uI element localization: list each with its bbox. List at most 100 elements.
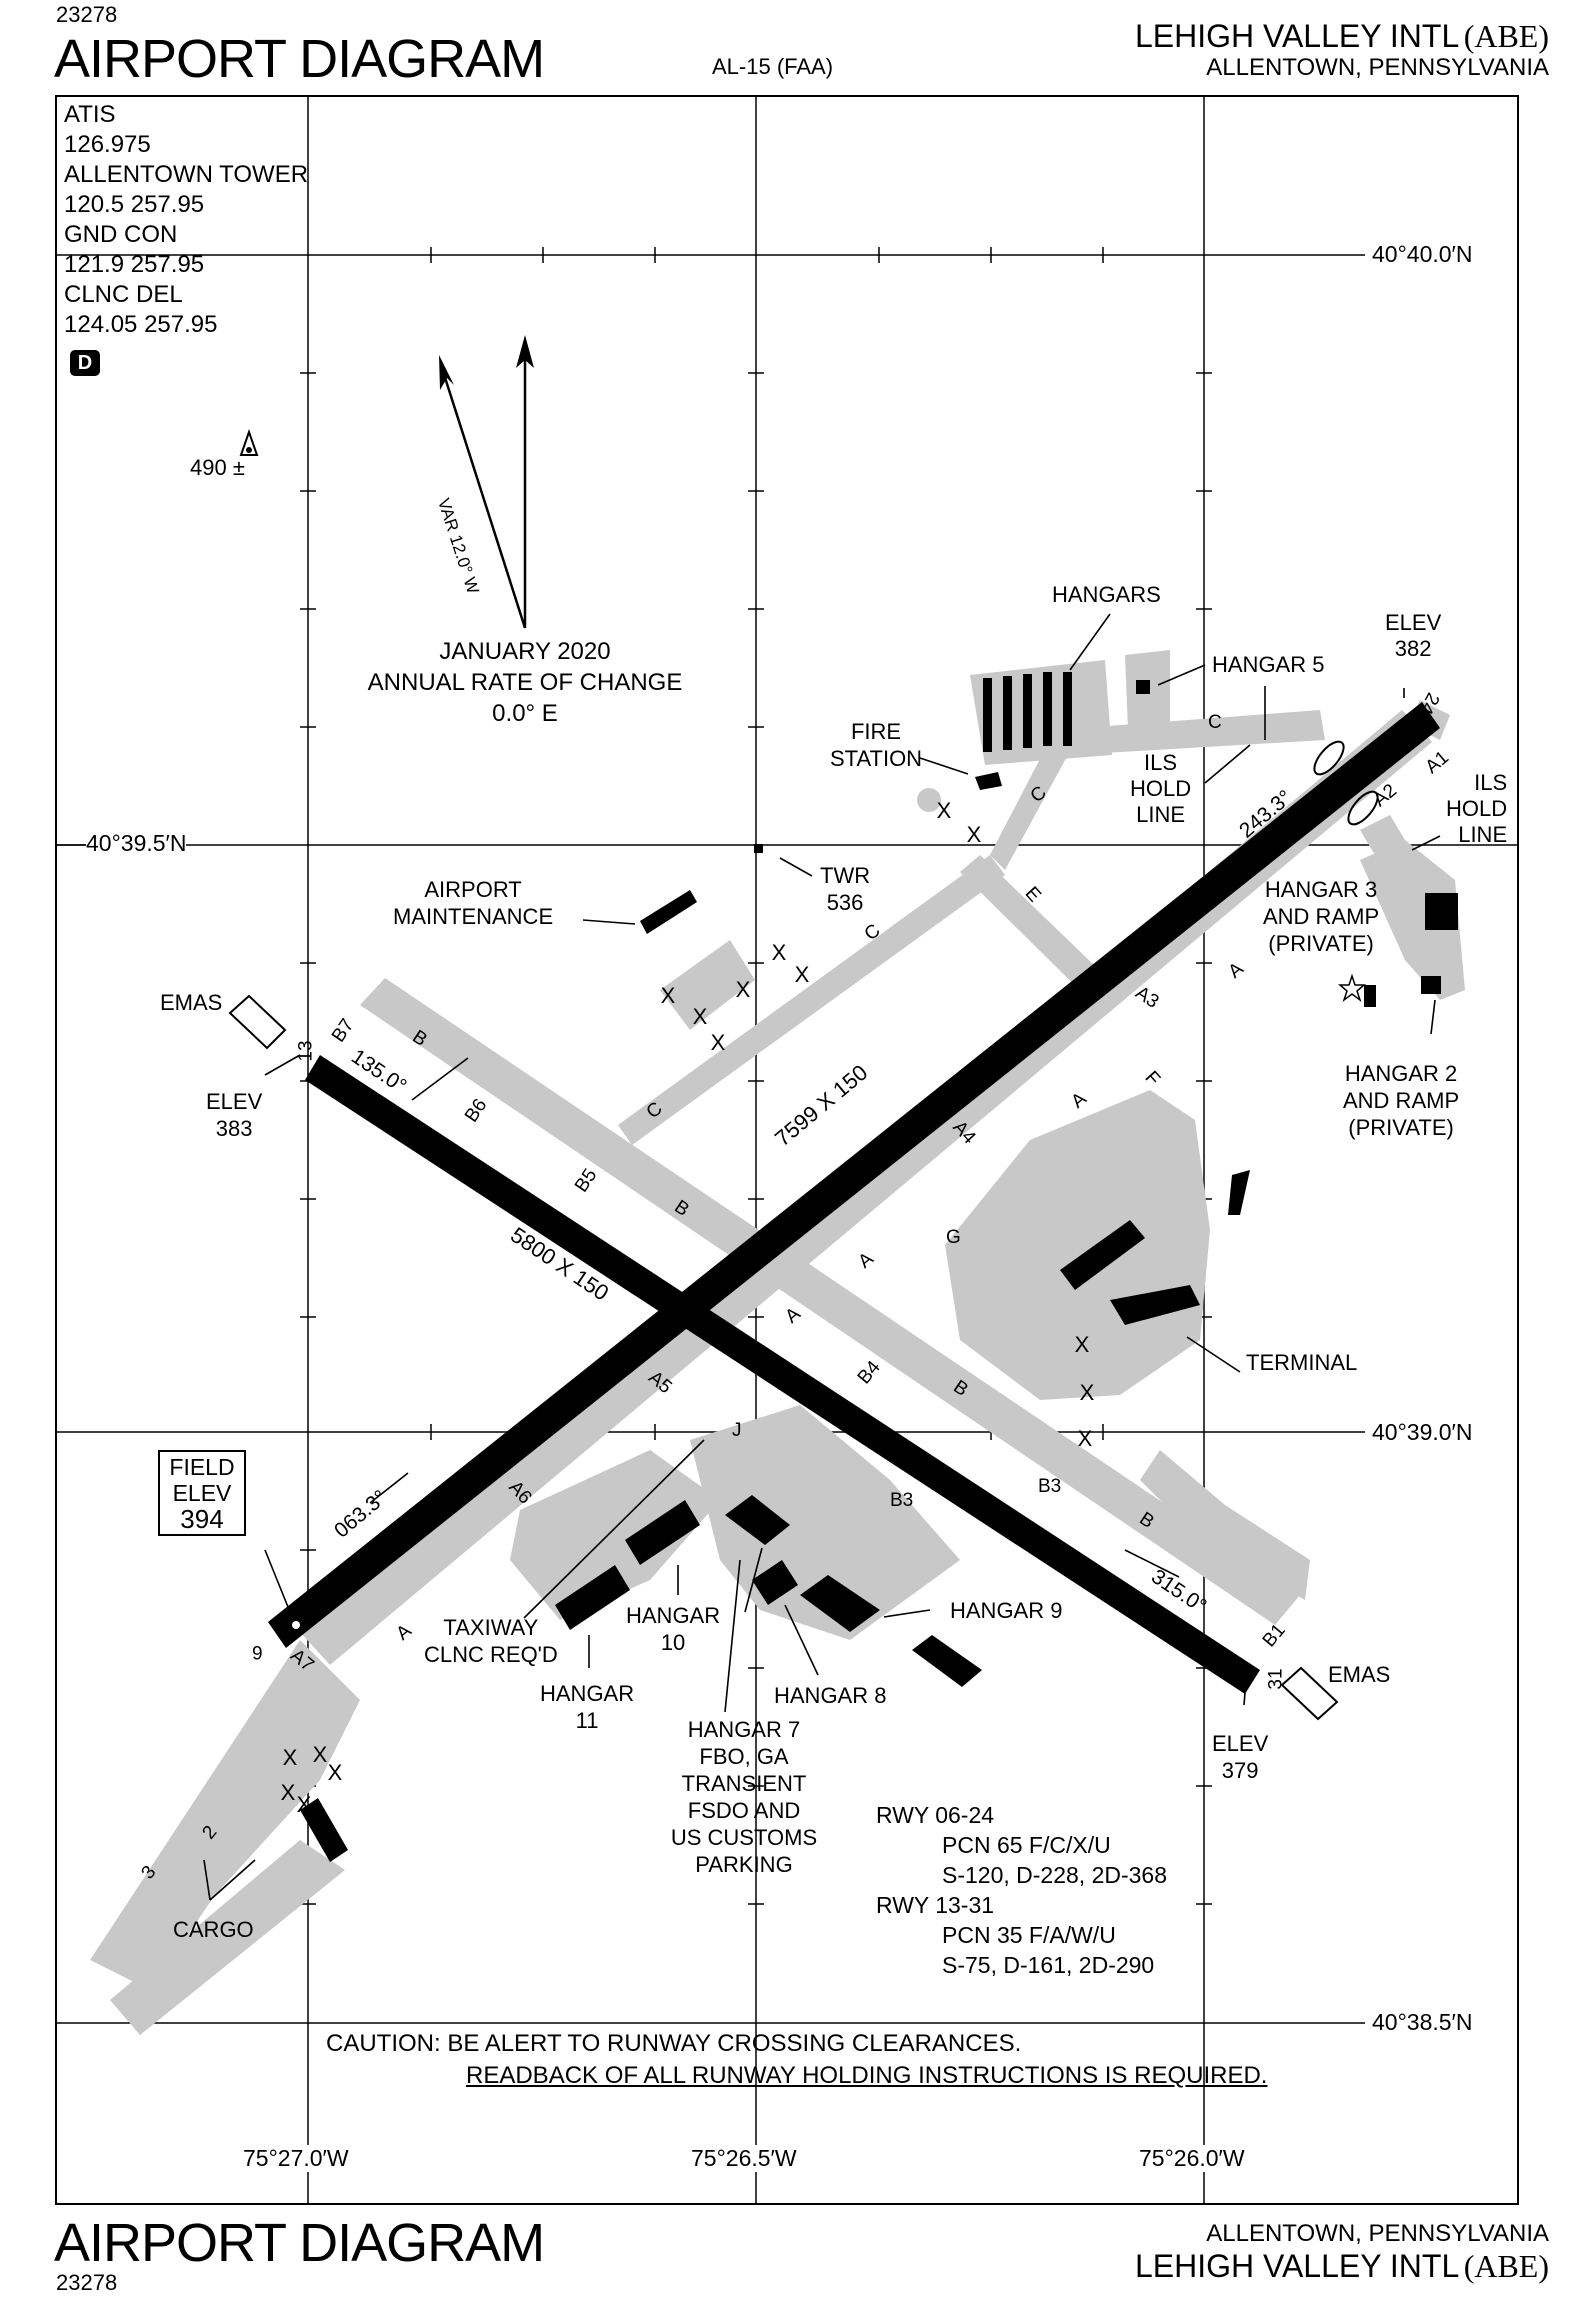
lon-label-right: 75°26.0′W xyxy=(1139,2145,1245,2172)
freq-tower-name: ALLENTOWN TOWER xyxy=(64,161,309,188)
mag-rate-label: ANNUAL RATE OF CHANGE xyxy=(367,669,683,696)
fire-station-turnaround xyxy=(917,788,941,812)
hangar5-label: HANGAR 5 xyxy=(1212,652,1325,677)
tower-building xyxy=(754,844,763,853)
fire-station-line1: FIRE xyxy=(850,719,902,744)
cargo-label: CARGO xyxy=(173,1917,254,1942)
fire-station-line2: STATION xyxy=(830,746,923,771)
taxiway-c-top xyxy=(1055,710,1325,755)
ils-hold-line-label-1: ILS HOLD LINE xyxy=(1130,750,1191,828)
svg-text:X: X xyxy=(328,1760,343,1785)
ils2-line1: ILS xyxy=(1474,770,1508,795)
svg-text:X: X xyxy=(736,977,751,1002)
svg-text:X: X xyxy=(1080,1380,1095,1405)
hangar2-line2: AND RAMP xyxy=(1343,1088,1460,1113)
svg-text:X: X xyxy=(967,822,982,847)
mag-date: JANUARY 2020 xyxy=(439,638,611,665)
runway-end-6: 6 xyxy=(252,1641,263,1662)
svg-text:X: X xyxy=(661,983,676,1008)
runway-13-31 xyxy=(305,1055,1260,1694)
terminal-apron xyxy=(945,1090,1210,1400)
cargo-ramp xyxy=(90,1640,360,1990)
svg-text:X: X xyxy=(281,1780,296,1805)
hangar8-label: HANGAR 8 xyxy=(774,1683,887,1708)
tower-line2: 536 xyxy=(826,890,864,915)
north-arrows xyxy=(439,335,534,629)
elev-382-label: ELEV xyxy=(1385,610,1442,635)
svg-text:X: X xyxy=(283,1745,298,1770)
magnetic-info: JANUARY 2020 ANNUAL RATE OF CHANGE 0.0° … xyxy=(360,636,690,729)
hangar7-line3: TRANSIENT xyxy=(681,1771,807,1796)
lat-label-mid: 40°39.5′N xyxy=(86,830,187,857)
lat-label-top: 40°40.0′N xyxy=(1372,241,1473,267)
hangar3-label: HANGAR 3 AND RAMP (PRIVATE) xyxy=(1263,876,1379,957)
lon-label-left: 75°27.0′W xyxy=(243,2145,349,2172)
runway-end-13: 13 xyxy=(295,1040,317,1062)
hangar7-line1: HANGAR 7 xyxy=(687,1717,801,1742)
svg-text:X: X xyxy=(313,1742,328,1767)
ils-hold-line-label-2: ILS HOLD LINE xyxy=(1446,770,1507,848)
runway-6-threshold-dot xyxy=(292,1621,300,1629)
elev-379: ELEV 379 xyxy=(1212,1730,1268,1784)
field-elev-value: 394 xyxy=(180,1504,224,1534)
taxiway-c-north xyxy=(990,730,1075,870)
elev-383-label: ELEV xyxy=(206,1089,263,1114)
airport-code: (ABE) xyxy=(1463,18,1549,54)
frequency-list: ATIS 126.975 ALLENTOWN TOWER 120.5 257.9… xyxy=(64,100,308,340)
lon-label-mid: 75°26.5′W xyxy=(691,2145,797,2172)
chart-id: AL-15 (FAA) xyxy=(712,54,834,79)
airport-title: LEHIGH VALLEY INTL (ABE) xyxy=(1135,20,1549,52)
magnetic-north-arrowhead xyxy=(439,355,454,390)
svg-text:X: X xyxy=(1078,1426,1093,1451)
taxiway-label-b3-east: B3 xyxy=(1038,1476,1062,1497)
fire-station-label: FIRE STATION xyxy=(830,718,922,772)
taxiway-clnc-line2: CLNC REQ'D xyxy=(424,1642,558,1667)
rwy-1331-strength: S-75, D-161, 2D-290 xyxy=(942,1952,1155,1978)
freq-atis-name: ATIS xyxy=(64,101,116,128)
footer-airport-title: LEHIGH VALLEY INTL (ABE) xyxy=(1135,2250,1549,2282)
footer-airport-code: (ABE) xyxy=(1463,2248,1549,2284)
runway-end-31: 31 xyxy=(1265,1668,1287,1690)
emas-boxes xyxy=(228,994,1339,1721)
elev-379-label: ELEV xyxy=(1212,1731,1269,1756)
footer-title: AIRPORT DIAGRAM xyxy=(54,2213,545,2273)
airport-name: LEHIGH VALLEY INTL xyxy=(1134,18,1460,54)
taxiway-label-g: G xyxy=(946,1227,961,1248)
rwy-1331-pcn: PCN 35 F/A/W/U xyxy=(942,1922,1116,1948)
svg-text:X: X xyxy=(795,962,810,987)
footer-city: ALLENTOWN, PENNSYLVANIA xyxy=(1206,2220,1549,2247)
ils1-line1: ILS xyxy=(1144,750,1178,775)
lat-label-low: 40°39.0′N xyxy=(1372,1419,1473,1445)
maintenance-label: AIRPORT MAINTENANCE xyxy=(393,876,553,930)
svg-text:X: X xyxy=(297,1792,312,1817)
lat-label-bottom: 40°38.5′N xyxy=(1372,2009,1473,2035)
private-star-icon xyxy=(1337,973,1367,1003)
ils1-line3: LINE xyxy=(1136,802,1186,827)
freq-atis-value: 126.975 xyxy=(64,131,151,158)
maintenance-line1: AIRPORT xyxy=(424,877,522,902)
b1-connector xyxy=(1140,1450,1310,1600)
procedure-number: 23278 xyxy=(56,2,118,27)
svg-text:X: X xyxy=(937,798,952,823)
elev-383-value: 383 xyxy=(215,1116,253,1141)
hangar7-line5: US CUSTOMS xyxy=(670,1825,818,1850)
hangar2-line3: (PRIVATE) xyxy=(1348,1115,1454,1140)
runway-data-block: RWY 06-24 PCN 65 F/C/X/U S-120, D-228, 2… xyxy=(876,1800,1167,1980)
svg-text:X: X xyxy=(693,1004,708,1029)
cargo-ramp-2 xyxy=(110,1840,345,2035)
hangar3-ramp xyxy=(1360,840,1465,1000)
hangar3-line3: (PRIVATE) xyxy=(1268,931,1374,956)
rwy-1331-label: RWY 13-31 xyxy=(876,1892,995,1918)
tower-label: TWR 536 xyxy=(820,862,870,916)
terminal-label: TERMINAL xyxy=(1246,1350,1358,1375)
hangar2-label: HANGAR 2 AND RAMP (PRIVATE) xyxy=(1343,1060,1459,1141)
rwy-0624-label: RWY 06-24 xyxy=(876,1802,995,1828)
field-elev-line2: ELEV xyxy=(172,1480,232,1506)
obstacle-symbol xyxy=(239,428,259,456)
hangar10-line2: 10 xyxy=(660,1630,686,1655)
svg-text:X: X xyxy=(711,1030,726,1055)
ils-hold-markers xyxy=(1313,740,1379,826)
freq-clearance-name: CLNC DEL xyxy=(64,281,183,308)
hangar10-label: HANGAR 10 xyxy=(626,1602,720,1656)
